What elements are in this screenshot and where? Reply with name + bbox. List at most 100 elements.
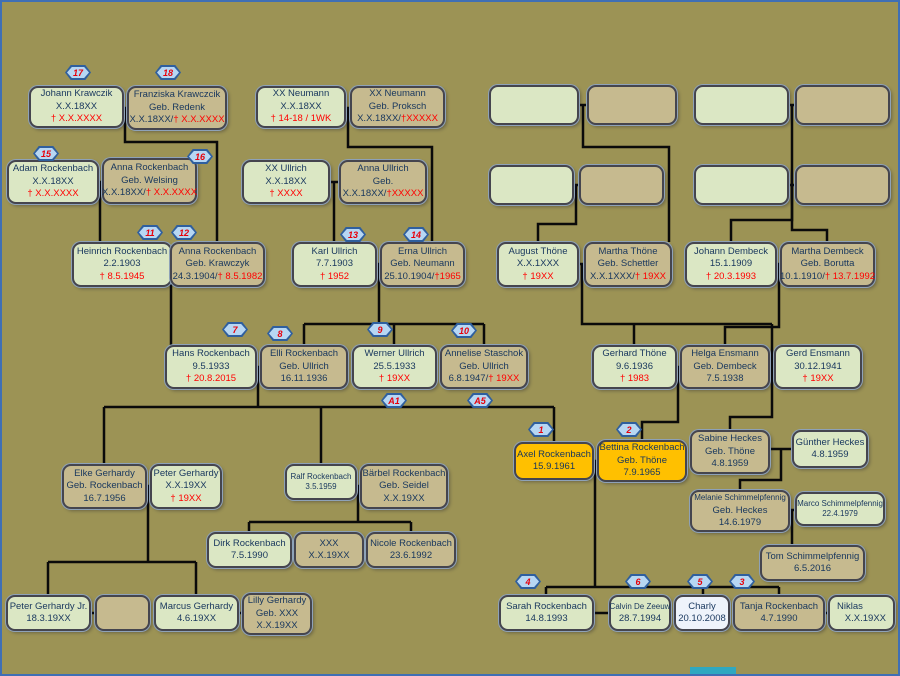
death-date: † 19XX — [802, 373, 834, 385]
birth-date: 15.1.1909 — [709, 258, 753, 270]
person-box-ralf-rockenbach[interactable]: Ralf Rockenbach 3.5.1959 — [285, 464, 357, 500]
person-box-adam-rockenbach[interactable]: Adam Rockenbach X.X.18XX † X.X.XXXX — [7, 160, 99, 204]
death-date: † 20.8.2015 — [185, 373, 237, 385]
person-box-xx-neumann-m[interactable]: XX Neumann X.X.18XX † 14-18 / 1WK — [256, 86, 346, 128]
person-box-karl-ullrich[interactable]: Karl Ullrich 7.7.1903 † 1952 — [292, 242, 377, 287]
empty-person-box[interactable] — [489, 165, 574, 205]
person-box-charly[interactable]: Charly 20.10.2008 — [674, 595, 730, 631]
person-box-annelise-staschok[interactable]: Annelise Staschok Geb. Ullrich 6.8.1947/… — [440, 345, 528, 389]
badge-8: 8 — [267, 326, 293, 341]
person-box-heinrich-rockenbach[interactable]: Heinrich Rockenbach 2.2.1903 † 8.5.1945 — [72, 242, 172, 287]
empty-person-box[interactable] — [795, 165, 890, 205]
person-name: Sarah Rockenbach — [506, 600, 587, 612]
empty-person-box[interactable] — [694, 165, 789, 205]
person-box-axel-rockenbach[interactable]: Axel Rockenbach 15.9.1961 — [514, 442, 594, 480]
person-box-sarah-rockenbach[interactable]: Sarah Rockenbach 14.8.1993 — [499, 595, 594, 631]
badge-2: 2 — [616, 422, 642, 437]
person-box-nicole-rockenbach[interactable]: Nicole Rockenbach 23.6.1992 — [366, 532, 456, 568]
person-name: Bettina Rockenbach — [599, 442, 685, 454]
person-name: Axel Rockenbach — [517, 448, 591, 460]
badge-A1: A1 — [381, 393, 407, 408]
badge-label: 12 — [173, 227, 195, 238]
person-name: Peter Gerhardy Jr. — [9, 600, 88, 612]
death-date: † XXXX — [269, 188, 303, 200]
person-box-johann-dembeck[interactable]: Johann Dembeck 15.1.1909 † 20.3.1993 — [685, 242, 777, 287]
person-name: Niklas — [837, 600, 863, 612]
birth-date: 20.10.2008 — [678, 613, 726, 624]
person-box-johann-krawczik[interactable]: Johann Krawczik X.X.18XX † X.X.XXXX — [29, 86, 124, 128]
person-box-anna-rockenbach-welsing[interactable]: Anna Rockenbach Geb. Welsing X.X.18XX/† … — [102, 158, 197, 204]
person-box-gerhard-thoene[interactable]: Gerhard Thöne 9.6.1936 † 1983 — [592, 345, 677, 389]
person-box-elke-gerhardy[interactable]: Elke Gerhardy Geb. Rockenbach 16.7.1956 — [62, 464, 147, 509]
person-box-dirk-rockenbach[interactable]: Dirk Rockenbach 7.5.1990 — [207, 532, 292, 568]
birth-date: 10.1.1910/ — [779, 270, 825, 282]
person-box-tom-schimmelpfennig[interactable]: Tom Schimmelpfennig 6.5.2016 — [760, 545, 865, 581]
person-box-melanie-schimmelpfennig[interactable]: Melanie Schimmelpfennig Geb. Heckes 14.6… — [690, 490, 790, 532]
death-date: † 8.5.1945 — [99, 270, 145, 282]
life-dates: X.X.1XXX/† 19XX — [590, 271, 666, 284]
person-box-marco-schimmelpfennig[interactable]: Marco Schimmelpfennig 22.4.1979 — [795, 492, 885, 526]
person-box-niklas[interactable]: Niklas X.X.19XX — [828, 595, 895, 631]
badge-9: 9 — [367, 322, 393, 337]
person-box-lilly-gerhardy[interactable]: Lilly Gerhardy Geb. XXX X.X.19XX — [242, 593, 312, 635]
person-box-anna-ullrich[interactable]: Anna Ullrich Geb. X.X.18XX/†XXXXX — [339, 160, 427, 204]
person-box-gerd-ensmann[interactable]: Gerd Ensmann 30.12.1941 † 19XX — [774, 345, 862, 389]
empty-person-box[interactable] — [795, 85, 890, 125]
person-box-tanja-rockenbach[interactable]: Tanja Rockenbach 4.7.1990 — [733, 595, 825, 631]
maiden-name: Geb. Proksch — [368, 100, 427, 112]
birth-date: 16.7.1956 — [83, 492, 126, 504]
death-date: † 20.3.1993 — [705, 270, 757, 282]
person-name: August Thöne — [508, 245, 568, 257]
badge-14: 14 — [403, 227, 429, 242]
person-box-martha-thoene[interactable]: Martha Thöne Geb. Schettler X.X.1XXX/† 1… — [584, 242, 672, 287]
empty-person-box[interactable] — [587, 85, 677, 125]
person-box-martha-dembeck[interactable]: Martha Dembeck Geb. Borutta 10.1.1910/† … — [780, 242, 875, 287]
birth-date: X.X.19XX — [165, 480, 207, 492]
badge-label: 7 — [224, 324, 246, 335]
empty-person-box[interactable] — [489, 85, 579, 125]
person-name: Dirk Rockenbach — [213, 537, 286, 549]
person-name: Melanie Schimmelpfennig — [694, 493, 786, 503]
person-box-peter-gerhardy-jr[interactable]: Peter Gerhardy Jr. 18.3.19XX — [6, 595, 91, 631]
person-box-guenther-heckes[interactable]: Günther Heckes 4.8.1959 — [792, 430, 868, 468]
person-box-peter-gerhardy[interactable]: Peter Gerhardy X.X.19XX † 19XX — [150, 464, 222, 509]
person-box-marcus-gerhardy[interactable]: Marcus Gerhardy 4.6.19XX — [154, 595, 239, 631]
person-box-hans-rockenbach[interactable]: Hans Rockenbach 9.5.1933 † 20.8.2015 — [165, 345, 257, 389]
person-box-baerbel-rockenbach[interactable]: Bärbel Rockenbach Geb. Seidel X.X.19XX — [360, 464, 448, 509]
person-name: Bärbel Rockenbach — [362, 467, 446, 479]
person-box-anna-rockenbach-krawczyk[interactable]: Anna Rockenbach Geb. Krawczyk 24.3.1904/… — [170, 242, 265, 287]
person-name: Tom Schimmelpfennig — [765, 550, 860, 562]
person-box-helga-ensmann[interactable]: Helga Ensmann Geb. Dembeck 7.5.1938 — [680, 345, 770, 389]
person-box-xxx-partner[interactable]: XXX X.X.19XX — [294, 532, 364, 568]
birth-date: 30.12.1941 — [794, 360, 842, 372]
person-name: Gerd Ensmann — [786, 348, 850, 360]
badge-label: 18 — [157, 67, 179, 78]
person-name: Elke Gerhardy — [74, 467, 135, 479]
person-box-erna-ullrich[interactable]: Erna Ullrich Geb. Neumann 25.10.1904/†19… — [380, 242, 465, 287]
person-name: Hans Rockenbach — [172, 348, 250, 360]
person-box-sabine-heckes[interactable]: Sabine Heckes Geb. Thöne 4.8.1959 — [690, 430, 770, 474]
person-box-franziska-krawczcik[interactable]: Franziska Krawczcik Geb. Redenk X.X.18XX… — [127, 86, 227, 130]
empty-person-box[interactable] — [694, 85, 789, 125]
person-box-elli-rockenbach[interactable]: Elli Rockenbach Geb. Ullrich 16.11.1936 — [260, 345, 348, 389]
empty-person-box[interactable] — [95, 595, 150, 631]
person-box-xx-ullrich[interactable]: XX Ullrich X.X.18XX † XXXX — [242, 160, 330, 204]
birth-date: 6.8.1947/ — [448, 373, 489, 385]
badge-A5: A5 — [467, 393, 493, 408]
person-box-bettina-rockenbach[interactable]: Bettina Rockenbach Geb. Thöne 7.9.1965 — [597, 440, 687, 482]
person-box-calvin-de-zeeuw[interactable]: Calvin De Zeeuw 28.7.1994 — [609, 595, 671, 631]
badge-label: 11 — [139, 227, 161, 238]
person-box-xx-neumann-f[interactable]: XX Neumann Geb. Proksch X.X.18XX/†XXXXX — [350, 86, 445, 128]
life-dates: 25.10.1904/†1965 — [384, 271, 461, 284]
person-box-august-thoene[interactable]: August Thöne X.X.1XXX † 19XX — [497, 242, 579, 287]
empty-person-box[interactable] — [579, 165, 664, 205]
person-box-werner-ullrich[interactable]: Werner Ullrich 25.5.1933 † 19XX — [352, 345, 437, 389]
person-name: Johann Krawczik — [40, 88, 113, 100]
birth-date: X.X.18XX/ — [357, 113, 401, 125]
birth-date: 15.9.1961 — [532, 461, 576, 472]
birth-date: 9.6.1936 — [616, 360, 653, 372]
birth-date: X.X.18XX/ — [342, 188, 387, 200]
birth-date: X.X.18XX — [32, 175, 74, 187]
birth-date: 4.6.19XX — [176, 613, 217, 624]
